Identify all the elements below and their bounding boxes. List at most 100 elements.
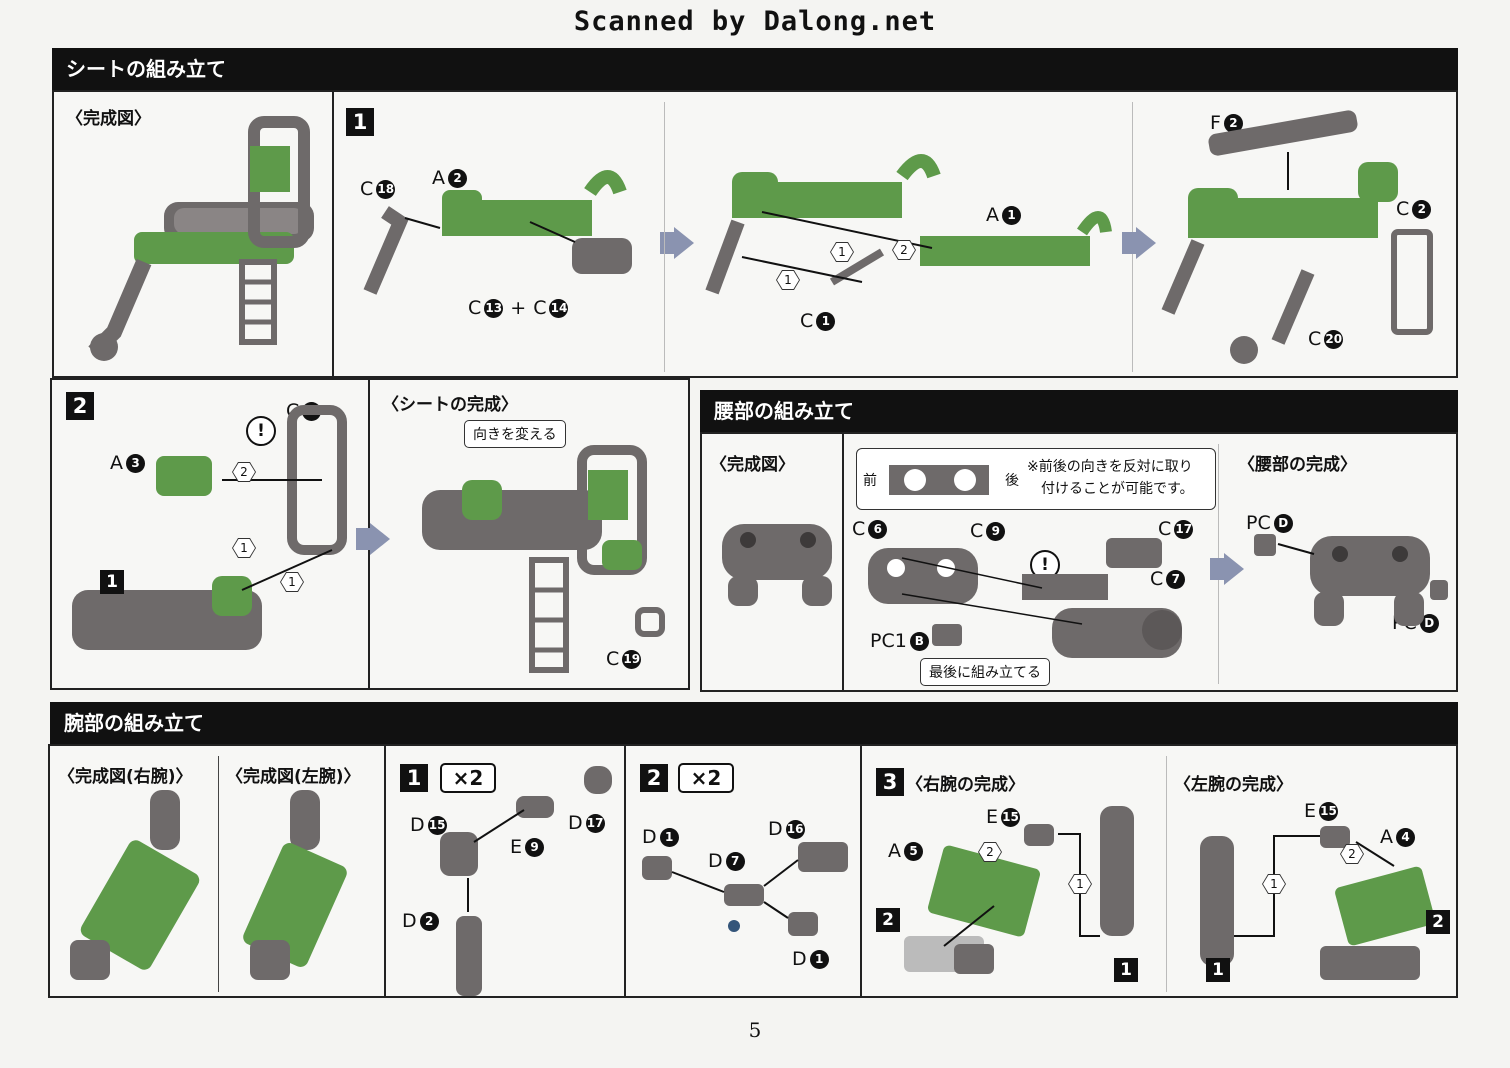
right-arm-complete-title: 〈右腕の完成〉 — [906, 775, 1025, 795]
completed-left-arm-title: 〈完成図(左腕)〉 — [226, 767, 361, 787]
arm-step2-figure — [642, 842, 848, 936]
caution-icon: ! — [246, 416, 276, 446]
note-front-label: 前 — [863, 473, 877, 489]
left-arm-figure — [243, 790, 347, 980]
step-number: 2 — [640, 764, 668, 792]
order-marker-2: 2 — [892, 240, 916, 260]
reference-step-number: 2 — [1426, 910, 1450, 934]
seat-section-header: シートの組み立て — [52, 48, 1458, 90]
subtle-divider — [1166, 756, 1167, 992]
flow-arrow-head — [674, 227, 694, 259]
order-marker-2: 2 — [1340, 844, 1364, 864]
left-arm-assembly-figure — [1200, 826, 1435, 980]
waist-complete-figure — [1254, 534, 1448, 626]
waist-exploded-figure — [868, 538, 1182, 658]
arm-step1-figure — [440, 766, 612, 996]
note-text-line-2: 付けることが可能です。 — [1041, 481, 1194, 497]
order-marker-2: 2 — [978, 842, 1002, 862]
order-marker-2: 2 — [232, 462, 256, 482]
note-text-line-1: ※前後の向きを反対に取り — [1027, 459, 1193, 475]
completed-title: 〈完成図〉 — [710, 455, 795, 475]
order-marker-1: 1 — [776, 270, 800, 290]
step-number: 1 — [346, 108, 374, 136]
order-marker-1: 1 — [280, 572, 304, 592]
divider — [384, 746, 386, 996]
step-number: 3 — [876, 768, 904, 796]
watermark: Scanned by Dalong.net — [573, 6, 937, 37]
note-box: 前 後 ※前後の向きを反対に取り 付けることが可能です。 — [856, 448, 1216, 510]
completed-title: 〈完成図〉 — [66, 109, 151, 129]
order-marker-1: 1 — [1262, 874, 1286, 894]
flow-arrow — [1122, 232, 1138, 254]
page-number: 5 — [748, 1018, 762, 1042]
step1-figure-b — [705, 154, 1112, 295]
order-marker-1: 1 — [830, 242, 854, 262]
note-part-diagram — [889, 465, 989, 495]
step-number: 2 — [66, 392, 94, 420]
left-arm-complete-title: 〈左腕の完成〉 — [1174, 775, 1293, 795]
callout-assemble-last: 最後に組み立てる — [920, 658, 1050, 686]
flow-arrow-head — [1136, 227, 1156, 259]
flow-arrow-head — [370, 523, 390, 555]
quantity-badge: ×2 — [440, 763, 496, 793]
order-marker-1: 1 — [1068, 874, 1092, 894]
completed-right-arm-title: 〈完成図(右腕)〉 — [58, 767, 193, 787]
waist-complete-title: 〈腰部の完成〉 — [1238, 455, 1357, 475]
flow-arrow — [1210, 558, 1226, 580]
seat-completed-figure — [88, 116, 314, 361]
right-arm-assembly-figure — [904, 806, 1134, 974]
order-marker-1: 1 — [232, 538, 256, 558]
reference-step-number: 2 — [876, 908, 900, 932]
waist-completed-figure — [722, 524, 832, 606]
reference-step-number: 1 — [100, 570, 124, 594]
divider — [624, 746, 626, 996]
step1-figure-a — [363, 170, 632, 295]
step2-figure — [72, 405, 347, 650]
note-back-label: 後 — [1005, 473, 1019, 489]
reference-step-number: 1 — [1206, 958, 1230, 982]
flow-arrow — [356, 528, 372, 550]
arm-section-header: 腕部の組み立て — [50, 702, 1458, 744]
step1-figure-c — [1161, 110, 1433, 364]
divider — [842, 434, 844, 690]
step-number: 1 — [400, 764, 428, 792]
divider — [332, 92, 334, 376]
seat-complete-figure — [422, 445, 665, 673]
reference-step-number: 1 — [1114, 958, 1138, 982]
flow-arrow-head — [1224, 553, 1244, 585]
divider — [860, 746, 862, 996]
waist-section-header: 腰部の組み立て — [700, 390, 1458, 432]
subtle-divider — [664, 102, 665, 372]
